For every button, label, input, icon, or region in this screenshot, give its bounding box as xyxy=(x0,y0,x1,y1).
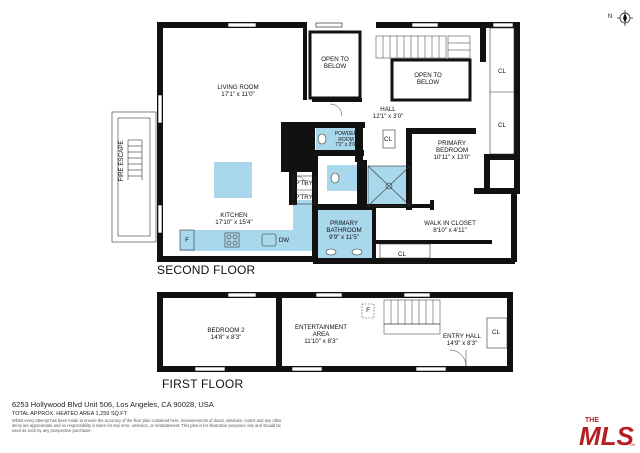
room-dimension: 14'9" x 8'3" xyxy=(446,340,478,347)
second-floor-plan xyxy=(111,22,520,264)
closet-label: CL xyxy=(498,68,506,75)
kitchen-counter xyxy=(180,230,315,251)
second-floor-title: SECOND FLOOR xyxy=(157,263,256,277)
kitchen-counter-side xyxy=(293,200,315,233)
closet-label: CL xyxy=(384,136,392,143)
room-living-room: LIVING ROOM 17'1" x 11'0" xyxy=(208,84,268,98)
room-open-to-below-2: OPEN TO BELOW xyxy=(414,72,442,86)
room-bedroom-2: BEDROOM 2 14'8" x 8'3" xyxy=(198,327,254,341)
room-dimension: 17'1" x 11'0" xyxy=(221,91,255,98)
mls-logo-icon: THE MLS TM xyxy=(579,417,635,451)
mls-logo: THE MLS TM xyxy=(577,412,635,451)
room-name: LIVING ROOM xyxy=(217,84,259,91)
pantry-label: P'TRY xyxy=(295,180,313,187)
fridge-label: F xyxy=(185,237,189,244)
room-walk-in-closet: WALK IN CLOSET 8'10" x 4'11" xyxy=(420,220,480,234)
room-name: ENTERTAINMENT AREA xyxy=(294,324,348,338)
room-name: WALK IN CLOSET xyxy=(424,220,476,227)
room-entry-hall: ENTRY HALL 14'9" x 8'3" xyxy=(440,333,484,347)
powder-room-floor xyxy=(316,128,356,150)
room-powder-room: POWDER ROOM 7'2" x 3'0" xyxy=(334,131,358,149)
room-name: ENTRY HALL xyxy=(443,333,481,340)
pantry-label: P'TRY xyxy=(295,194,313,201)
room-dimension: 14'8" x 8'3" xyxy=(210,334,242,341)
heated-area: TOTAL APPROX. HEATED AREA 1,259 SQ.FT xyxy=(12,411,128,417)
room-entertainment-area: ENTERTAINMENT AREA 11'10" x 8'3" xyxy=(292,324,350,345)
first-floor-plan xyxy=(157,292,513,372)
room-name: PRIMARY BEDROOM xyxy=(436,140,468,154)
room-dimension: 11'10" x 8'3" xyxy=(304,338,338,345)
room-dimension: 9'9" x 11'5" xyxy=(328,234,360,241)
fire-escape-label: FIRE ESCAPE xyxy=(118,140,125,182)
closet-label: CL xyxy=(492,329,500,336)
disclaimer: Whilst every attempt has been made to en… xyxy=(12,418,282,433)
closet-label: CL xyxy=(398,251,406,258)
footer: 6253 Hollywood Blvd Unit 506, Los Angele… xyxy=(12,400,332,433)
north-compass-icon xyxy=(617,10,633,26)
logo-the: THE xyxy=(585,417,599,424)
property-address: 6253 Hollywood Blvd Unit 506, Los Angele… xyxy=(12,400,214,409)
room-hall: HALL 12'1" x 3'0" xyxy=(366,106,410,120)
room-dimension: 7'2" x 3'0" xyxy=(335,142,357,149)
room-dimension: 10'11" x 13'0" xyxy=(433,154,471,161)
dishwasher-label: DW xyxy=(278,237,290,244)
fridge-label: F xyxy=(366,307,370,314)
room-dimension: 17'10" x 15'4" xyxy=(215,219,253,226)
room-name: PRIMARY BATHROOM xyxy=(326,220,362,234)
room-open-to-below-1: OPEN TO BELOW xyxy=(321,56,349,70)
room-name: BEDROOM 2 xyxy=(207,327,245,334)
logo-tm: TM xyxy=(629,442,635,447)
closet-label: CL xyxy=(498,122,506,129)
room-name: POWDER ROOM xyxy=(334,131,358,143)
kitchen-island xyxy=(214,162,252,198)
logo-mls: MLS xyxy=(579,421,635,448)
room-dimension: 8'10" x 4'11" xyxy=(433,227,467,234)
room-primary-bedroom: PRIMARY BEDROOM 10'11" x 13'0" xyxy=(422,140,482,161)
room-kitchen: KITCHEN 17'10" x 15'4" xyxy=(206,212,262,226)
room-name: KITCHEN xyxy=(220,212,248,219)
first-floor-title: FIRST FLOOR xyxy=(162,377,244,391)
room-dimension: 12'1" x 3'0" xyxy=(372,113,404,120)
room-name: HALL xyxy=(380,106,396,113)
compass-north-label: N xyxy=(607,14,613,20)
room-primary-bathroom: PRIMARY BATHROOM 9'9" x 11'5" xyxy=(320,220,368,241)
